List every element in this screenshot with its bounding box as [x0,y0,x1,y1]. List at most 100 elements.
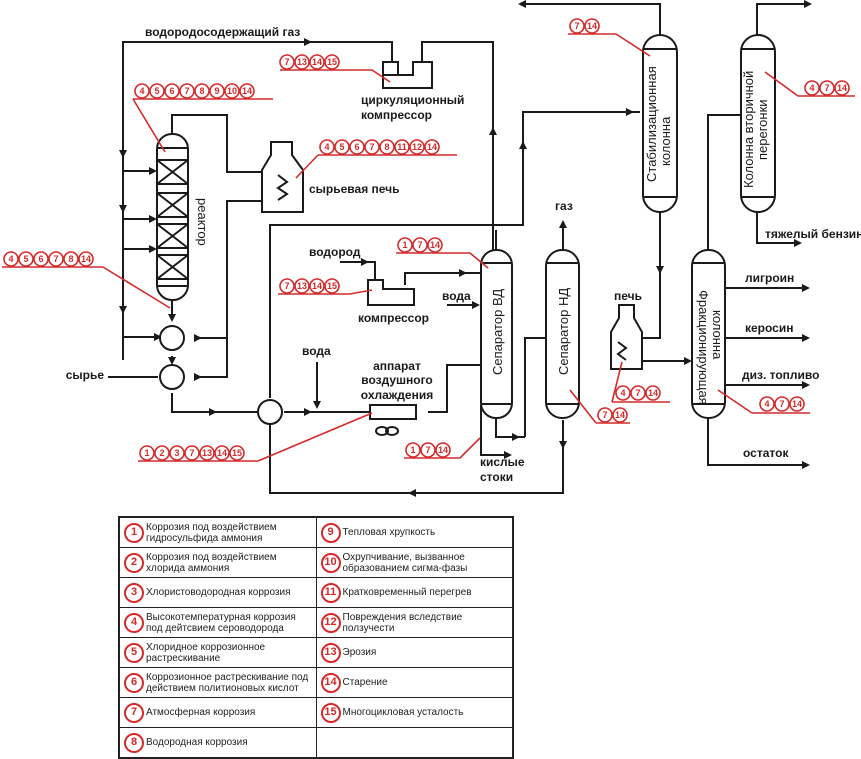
fractionator-column [691,249,726,419]
label-reactor: реактор [195,198,210,246]
damage-badge-number: 7 [779,399,784,409]
legend-number-badge: 15 [320,702,341,723]
feed-furnace [261,141,304,213]
damage-badge-number: 4 [809,83,814,93]
label-water-2: вода [302,344,331,358]
damage-badge-number: 4 [139,86,144,96]
damage-badge [309,278,325,294]
damage-badge [804,80,820,96]
label-stabilizer-2: колонна [658,116,673,166]
damage-badge-number: 1 [402,240,407,250]
damage-badge-number: 13 [297,57,307,67]
annotation-pointer-line [295,154,319,179]
damage-badge-number: 13 [202,448,212,458]
damage-badge-number: 9 [214,86,219,96]
damage-badge-number: 6 [38,254,43,264]
label-stabilizer-1: Стабилизационная [644,66,659,182]
damage-badge [597,407,613,423]
label-circ-compressor-1: циркуляционный [361,93,464,107]
heat-exchanger-1 [159,325,185,351]
damage-badge [184,445,200,461]
damage-badge [18,251,34,267]
damage-badge-number: 7 [635,388,640,398]
legend-text: Повреждения вследствие ползучести [342,611,463,634]
damage-badge-number: 14 [837,83,847,93]
legend-number-badge: 2 [124,552,144,573]
legend-text: Коррозия под воздействием гидросульфида … [146,521,277,544]
label-heavy-naphtha: тяжелый бензин [765,227,861,241]
damage-badge-number: 12 [412,142,422,152]
damage-badge-number: 5 [154,86,159,96]
annotation-pointer-line [102,266,171,309]
damage-badge [427,237,443,253]
damage-badge [48,251,64,267]
damage-badge [397,237,413,253]
damage-badge [379,139,395,155]
legend-number-badge: 7 [124,702,144,723]
damage-badge-number: 7 [425,445,430,455]
hydrogen-compressor [367,279,415,306]
label-air-cooler-2: воздушного [361,373,433,387]
annotation-pointer-line [611,361,623,403]
damage-badge-number: 4 [620,388,625,398]
legend-text: Хлоридное коррозионное растрескивание [146,641,266,664]
label-compressor: компрессор [358,311,429,325]
damage-badge-number: 1 [410,445,415,455]
annotation-pointer-line [569,389,597,424]
legend-text: Атмосферная коррозия [146,707,256,718]
damage-badge [615,385,631,401]
annotation-pointer-line [764,71,799,97]
damage-badge-number: 7 [284,281,289,291]
damage-badge [412,237,428,253]
process-flow-diagram: водородосодержащий газ циркуляционный ко… [2,0,861,497]
damage-badge-number: 5 [339,142,344,152]
heat-exchanger-3 [257,399,283,425]
damage-badge [224,83,240,99]
damage-badge [759,396,775,412]
damage-badge [199,445,215,461]
damage-badge [409,139,425,155]
legend-text: Старение [342,677,388,688]
annotation-pointer-line [257,412,373,462]
damage-badge [134,83,150,99]
damage-badge-number: 14 [312,57,322,67]
damage-badge [584,18,600,34]
legend-number-badge: 6 [124,672,144,693]
damage-badge [774,396,790,412]
damage-badge [154,445,170,461]
damage-badge-number: 11 [397,142,407,152]
damage-badge [405,442,421,458]
label-secondary-2: перегонки [755,99,770,160]
damage-badge [279,278,295,294]
label-fractionator-1: Фракционирующая [696,290,711,405]
damage-badge [214,445,230,461]
damage-badge-number: 14 [430,240,440,250]
damage-badge [179,83,195,99]
damage-badge [279,54,295,70]
damage-badge [78,251,94,267]
label-air-cooler-1: аппарат [373,359,421,373]
damage-badge-number: 7 [417,240,422,250]
label-gas: газ [555,199,573,213]
label-water-1: вода [442,289,471,303]
legend-number-badge: 13 [320,642,341,663]
damage-badge-number: 7 [824,83,829,93]
annotation-leader-line [404,437,481,459]
